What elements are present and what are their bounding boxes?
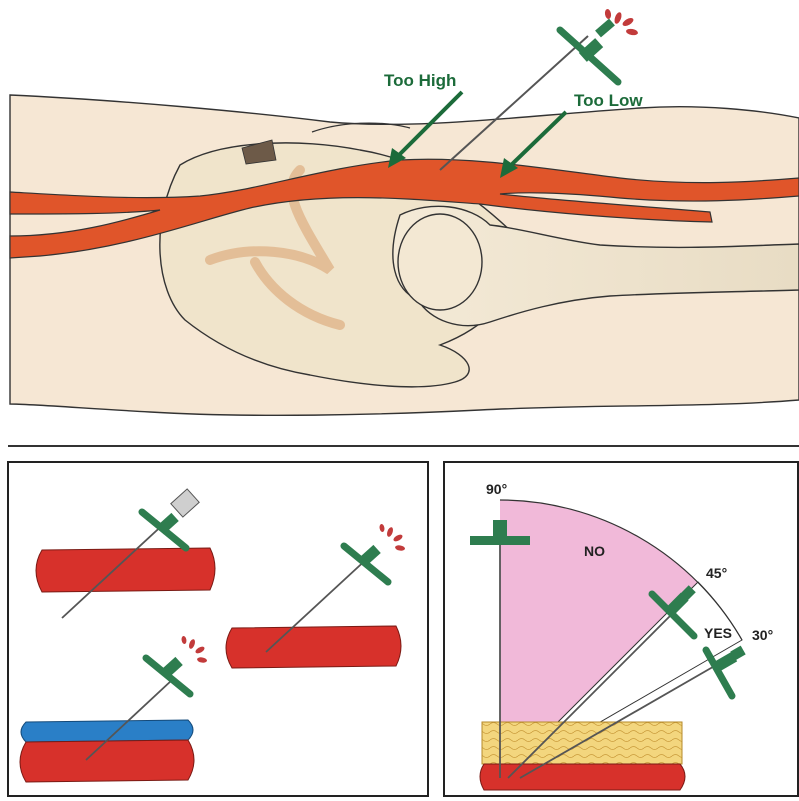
femoral-head [398, 214, 482, 310]
vein-blue [21, 720, 193, 742]
bottom-left-panel [8, 462, 428, 796]
label-no-zone: NO [584, 543, 605, 559]
label-angle-30: 30° [752, 627, 773, 643]
label-angle-90: 90° [486, 481, 507, 497]
label-too-high: Too High [384, 71, 456, 90]
vessel-bottom [480, 764, 685, 790]
top-panel: Too High Too Low [10, 9, 799, 416]
vessel-3 [20, 740, 194, 782]
vessel-2 [226, 626, 401, 668]
top-needle-hub [560, 22, 618, 82]
bottom-right-panel: 90° 45° 30° NO YES [444, 462, 798, 796]
label-too-low: Too Low [574, 91, 643, 110]
vessel-1 [36, 548, 215, 592]
label-yes-zone: YES [704, 625, 732, 641]
label-angle-45: 45° [706, 565, 727, 581]
